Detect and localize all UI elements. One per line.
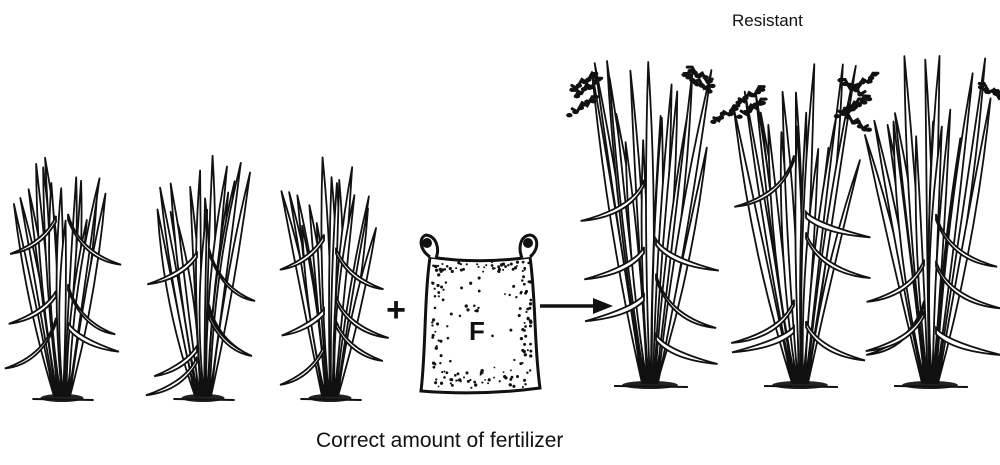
young-plant-2: [146, 156, 255, 402]
young-plants-group: [5, 156, 389, 402]
bag-letter: F: [469, 316, 485, 346]
diagram-caption: Correct amount of fertilizer: [316, 429, 563, 453]
fertilizer-bag-icon: F: [421, 235, 540, 393]
young-plant-1: [5, 158, 121, 402]
resistant-label: Resistant: [732, 11, 803, 31]
plus-icon: +: [386, 291, 406, 329]
resistant-plants-group: [566, 56, 1000, 389]
resistant-plant-1: [566, 61, 719, 389]
resistant-plant-2: [710, 64, 872, 389]
plus-text: +: [386, 291, 406, 329]
resistant-plant-3: [834, 56, 1000, 389]
young-plant-3: [280, 157, 389, 402]
arrow-right-icon: [540, 298, 613, 314]
